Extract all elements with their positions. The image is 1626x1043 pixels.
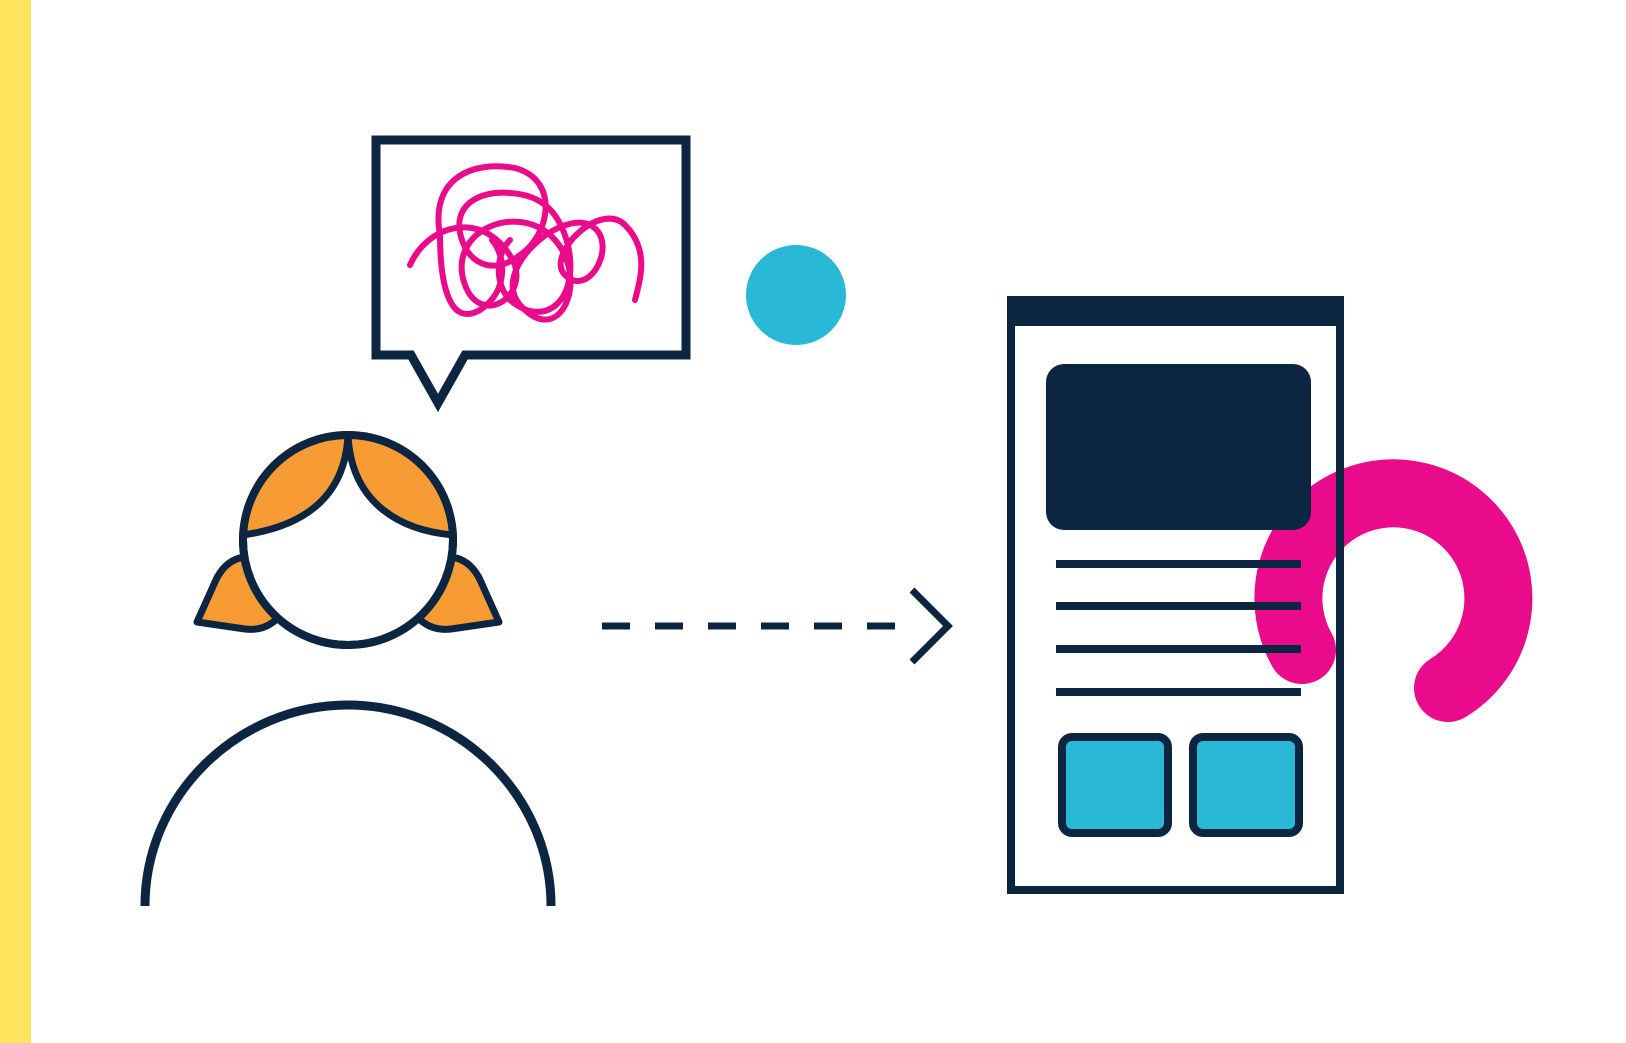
screen-header-bar	[1007, 296, 1344, 326]
shoulders	[140, 700, 556, 907]
accent-bar	[0, 0, 31, 1043]
screen-hero-block	[1046, 364, 1311, 530]
circle-dot-icon	[746, 245, 846, 345]
arc-shape-icon	[1254, 459, 1533, 722]
screen-tile-left	[1058, 733, 1172, 837]
mobile-screen-icon	[1007, 296, 1344, 894]
screen-tile-right	[1189, 733, 1303, 837]
person-icon	[140, 431, 556, 907]
scribble-icon	[407, 163, 645, 323]
screen-text-lines	[1056, 560, 1301, 696]
right-pigtail	[413, 553, 503, 633]
dashed-arrow-icon	[602, 587, 953, 665]
left-pigtail	[193, 553, 283, 633]
speech-bubble-icon	[371, 135, 691, 413]
